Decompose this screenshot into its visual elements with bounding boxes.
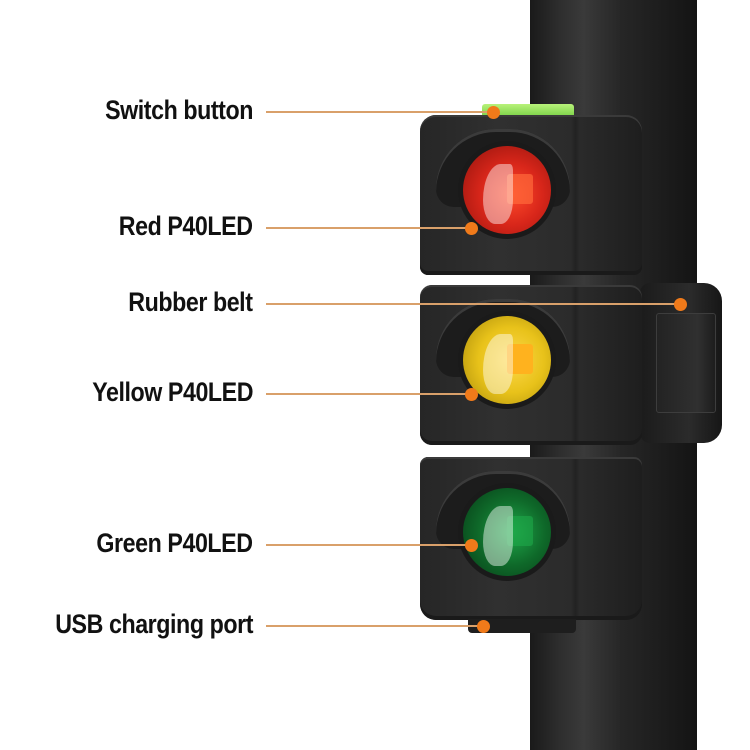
led-chip <box>507 174 533 204</box>
callout-dot-rubber-belt <box>674 298 687 311</box>
red-module <box>420 115 642 275</box>
light-housing <box>420 115 642 620</box>
leader-line-yellow-led <box>266 393 471 395</box>
lens-glare <box>483 164 513 224</box>
led-chip <box>507 344 533 374</box>
leader-line-rubber-belt <box>266 303 680 305</box>
label-red-led: Red P40LED <box>119 211 253 241</box>
lens-glare <box>483 506 513 566</box>
callout-dot-yellow-led <box>465 388 478 401</box>
leader-line-green-led <box>266 544 471 546</box>
callout-dot-usb-port <box>477 620 490 633</box>
leader-line-red-led <box>266 227 471 229</box>
callout-dot-green-led <box>465 539 478 552</box>
leader-line-switch-button <box>266 111 493 113</box>
callout-dot-switch-button <box>487 106 500 119</box>
yellow-module <box>420 285 642 445</box>
green-module <box>420 457 642 620</box>
led-chip <box>507 516 533 546</box>
callout-dot-red-led <box>465 222 478 235</box>
usb-charging-port <box>468 619 576 633</box>
label-yellow-led: Yellow P40LED <box>92 377 253 407</box>
label-rubber-belt: Rubber belt <box>128 287 254 317</box>
switch-button <box>482 104 574 116</box>
label-switch-button: Switch button <box>105 95 253 125</box>
label-usb-port: USB charging port <box>55 609 253 639</box>
lens-ring <box>458 141 556 239</box>
leader-line-usb-port <box>266 625 483 627</box>
yellow-led-lens <box>463 316 551 404</box>
green-led-lens <box>463 488 551 576</box>
label-green-led: Green P40LED <box>96 528 254 558</box>
rubber-belt-strap <box>656 313 716 413</box>
red-led-lens <box>463 146 551 234</box>
lens-ring <box>458 311 556 409</box>
lens-ring <box>458 483 556 581</box>
lens-glare <box>483 334 513 394</box>
